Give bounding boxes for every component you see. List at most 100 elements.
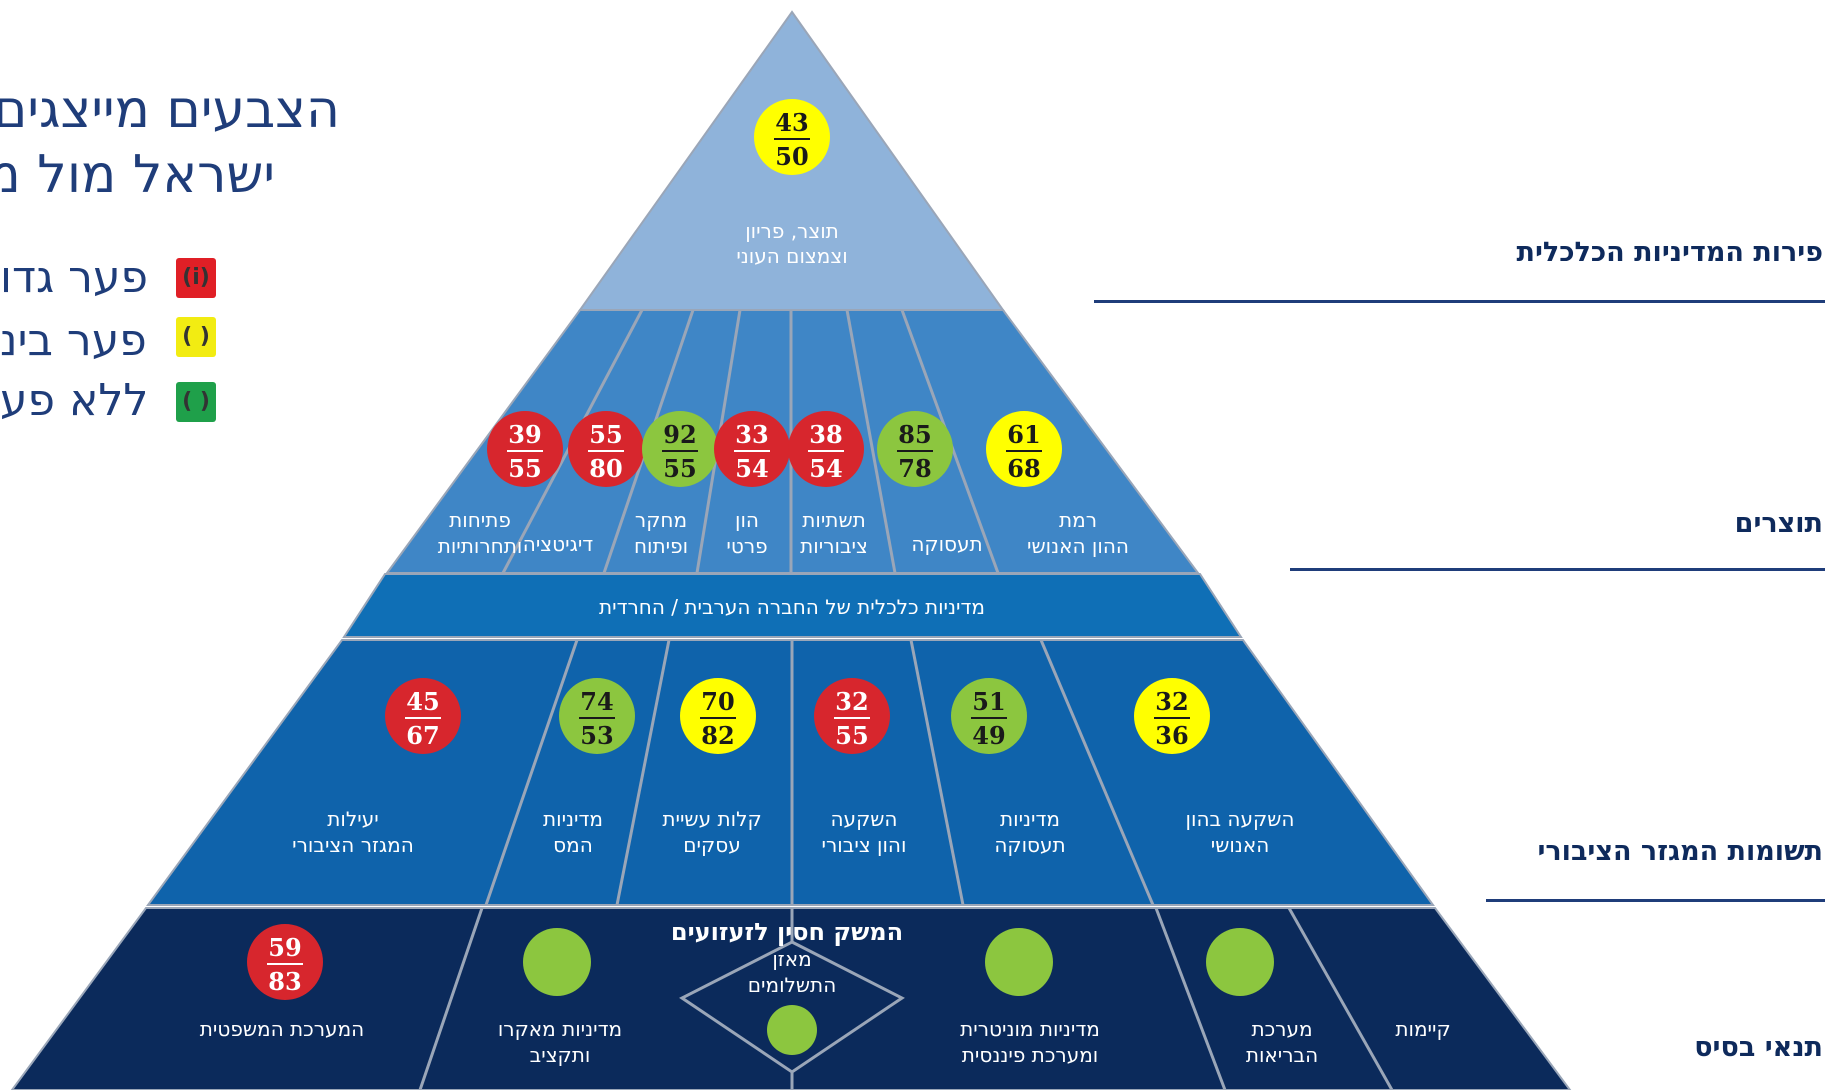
output-label-line1: תעסוקה	[911, 532, 982, 556]
output-label-line1: דיגיטציה	[523, 532, 594, 556]
status-badge	[247, 924, 323, 1000]
status-badge	[986, 411, 1062, 487]
output-label-line1: תשתיות	[802, 508, 866, 532]
divider-line	[615, 639, 671, 906]
badge-denominator: 55	[508, 454, 541, 483]
output-label-line2: ההון האנושי	[1027, 534, 1129, 558]
status-badge	[1206, 928, 1274, 996]
output-label-line2: פרטי	[726, 534, 767, 558]
apex-label-line2: וצמצום העוני	[736, 244, 847, 268]
base-label-line1: קיימות	[1395, 1017, 1450, 1041]
input-label-line2: המס	[553, 833, 593, 857]
divider-line	[1287, 907, 1394, 1090]
legend-title-line1: הצבעים מייצגים	[0, 80, 340, 140]
input-label-line2: האנושי	[1211, 833, 1270, 857]
yellow-status-icon: ( )	[176, 317, 216, 357]
input-label-line1: קלות עשיית	[662, 807, 761, 831]
badge-denominator: 80	[589, 454, 622, 483]
status-badge	[568, 411, 644, 487]
badge-numerator: 55	[589, 420, 622, 449]
base-label-line2: ומערכת פיננסית	[962, 1043, 1099, 1067]
status-badge	[951, 678, 1027, 754]
base-label-line2: ותקציב	[530, 1043, 591, 1067]
badge-numerator: 32	[835, 687, 868, 716]
status-badge	[985, 928, 1053, 996]
legend-icon-glyph: ( )	[182, 389, 210, 414]
base-label-line2: הבריאות	[1246, 1043, 1318, 1067]
badge-denominator: 54	[809, 454, 842, 483]
badge-denominator: 68	[1007, 454, 1040, 483]
base-label-line1: מערכת	[1251, 1017, 1312, 1041]
badge-numerator: 85	[898, 420, 931, 449]
status-badge	[754, 99, 830, 175]
input-label-line1: השקעה	[830, 807, 897, 831]
badge-denominator: 55	[663, 454, 696, 483]
level-label-inputs: תשומות המגזר הציבורי	[1537, 836, 1823, 867]
badge-denominator: 54	[735, 454, 768, 483]
input-label-line2: המגזר הציבורי	[292, 833, 414, 857]
level-divider-line	[1486, 899, 1825, 902]
legend-icon-glyph: (i)	[182, 265, 210, 290]
input-label-line1: מדיניות	[1000, 807, 1060, 831]
status-badge	[385, 678, 461, 754]
badge-denominator: 50	[775, 142, 808, 171]
policy-band	[342, 573, 1243, 638]
output-label-line1: פתיחות	[449, 508, 511, 532]
status-badge	[814, 678, 890, 754]
badge-numerator: 59	[268, 933, 301, 962]
badge-denominator: 83	[268, 967, 301, 996]
input-label-line2: עסקים	[683, 833, 740, 857]
badge-denominator: 49	[972, 721, 1005, 750]
level-label-fruits: פירות המדיניות הכלכלית	[1516, 237, 1823, 268]
legend-item-label: פער בינ	[0, 315, 147, 366]
badge-numerator: 43	[775, 108, 808, 137]
legend-item-label: פער גדו	[0, 252, 148, 303]
status-badge	[714, 411, 790, 487]
base-label-line1: מדיניות מאקרו	[498, 1017, 622, 1041]
badge-numerator: 32	[1155, 687, 1188, 716]
status-badge	[523, 928, 591, 996]
divider-line	[1154, 907, 1227, 1090]
badge-numerator: 39	[508, 420, 541, 449]
badge-denominator: 55	[835, 721, 868, 750]
badge-numerator: 70	[701, 687, 734, 716]
output-label-line1: מחקר	[635, 508, 687, 532]
status-badge	[788, 411, 864, 487]
output-label-line2: ציבוריות	[800, 534, 868, 558]
badge-numerator: 33	[735, 420, 768, 449]
divider-line	[418, 907, 484, 1090]
level-label-outputs: תוצרים	[1734, 508, 1823, 539]
level-divider-line	[1094, 300, 1825, 303]
base-label-line1: מדיניות מוניטרית	[960, 1017, 1100, 1041]
divider-line	[909, 639, 965, 906]
status-badge	[877, 411, 953, 487]
input-label-line1: השקעה בהון	[1186, 807, 1295, 831]
input-label-line1: יעילות	[327, 807, 378, 831]
badge-numerator: 92	[663, 420, 696, 449]
input-label-line1: מדיניות	[543, 807, 603, 831]
apex-label-line1: תוצר, פריון	[745, 219, 839, 243]
input-label-line2: והון ציבורי	[822, 833, 907, 857]
badge-numerator: 38	[809, 420, 842, 449]
level-label-base: תנאי בסיס	[1694, 1032, 1823, 1063]
badge-denominator: 78	[898, 454, 931, 483]
badge-numerator: 74	[580, 687, 613, 716]
divider-line	[1039, 639, 1155, 906]
badge-denominator: 82	[701, 721, 734, 750]
status-badge	[767, 1005, 817, 1055]
red-status-icon: (i)	[176, 258, 216, 298]
status-badge	[1134, 678, 1210, 754]
base-label-line2: התשלומים	[748, 973, 837, 997]
badge-denominator: 53	[580, 721, 613, 750]
badge-denominator: 67	[406, 721, 439, 750]
divider-line	[484, 639, 579, 906]
status-badge	[680, 678, 756, 754]
status-badge	[642, 411, 718, 487]
output-label-line2: ופיתוח	[634, 534, 688, 558]
output-label-line2: ותחרותיות	[438, 534, 523, 558]
divider-line	[845, 309, 897, 574]
legend-title-line2: ישראל מול מ	[0, 145, 275, 205]
badge-numerator: 51	[972, 687, 1005, 716]
shock-resilience-title: המשק חסין לזעזועים	[671, 918, 903, 946]
input-label-line2: תעסוקה	[994, 833, 1065, 857]
